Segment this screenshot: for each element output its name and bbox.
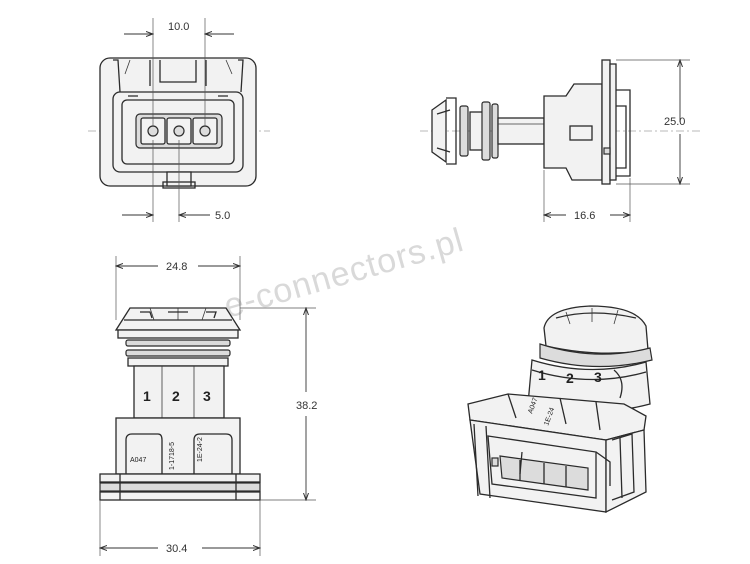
- dim-front-width-label: 10.0: [168, 21, 189, 33]
- iso-pin-label-2: 2: [566, 370, 574, 386]
- marking-left: A047: [130, 457, 146, 464]
- watermark: e-connectors.pl: [220, 221, 468, 326]
- dim-base-width: 30.4: [100, 543, 260, 555]
- dim-base-width-label: 30.4: [166, 543, 187, 555]
- dim-body-height: 38.2: [296, 308, 317, 500]
- dim-top-width: 24.8: [116, 261, 240, 273]
- pin-label-2: 2: [172, 388, 180, 404]
- side-view: [420, 59, 700, 222]
- isometric-view: 1 2 3 A047 1E-24: [467, 305, 653, 514]
- dim-side-depth-label: 16.6: [574, 210, 595, 222]
- iso-pin-label-1: 1: [538, 367, 546, 383]
- front-view: [88, 18, 270, 222]
- dim-body-height-label: 38.2: [296, 400, 317, 412]
- marking-right: 1E-24-2: [197, 437, 204, 462]
- pin-label-1: 1: [143, 388, 151, 404]
- dim-front-pitch: 5.0: [122, 210, 230, 222]
- front-pin-cavities: [140, 117, 218, 145]
- dim-side-height-label: 25.0: [664, 116, 685, 128]
- iso-pin-label-3: 3: [594, 369, 602, 385]
- dim-top-width-label: 24.8: [166, 261, 187, 273]
- dim-side-depth: 16.6: [544, 210, 630, 222]
- dim-front-width: 10.0: [124, 21, 234, 34]
- marking-middle: 1-1718-5: [169, 442, 176, 470]
- pin-label-3: 3: [203, 388, 211, 404]
- dim-side-height: 25.0: [664, 60, 685, 184]
- bottom-view: 1 2 3 A047 1-1718-5 1E-24-2: [99, 256, 316, 556]
- dim-front-pitch-label: 5.0: [215, 210, 230, 222]
